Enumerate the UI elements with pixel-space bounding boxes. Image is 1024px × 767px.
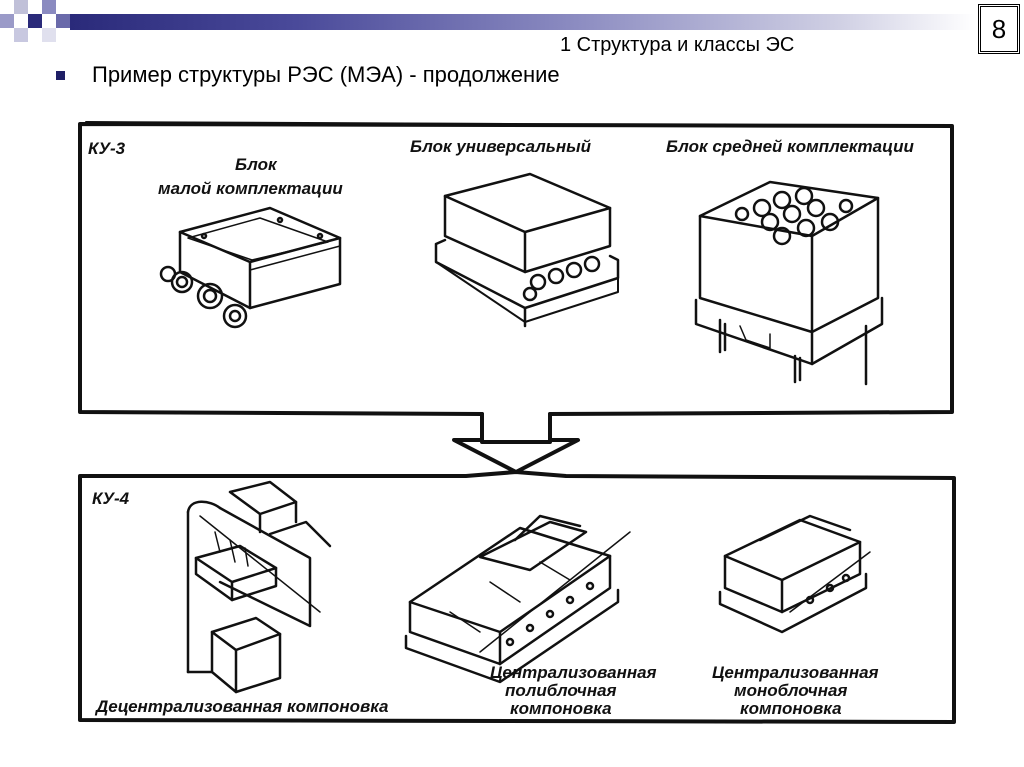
deco-square bbox=[28, 14, 42, 28]
header-decoration bbox=[0, 0, 1024, 42]
medium-block-drawing bbox=[694, 180, 884, 386]
panel-top-label: КУ-3 bbox=[88, 139, 126, 158]
deco-square bbox=[0, 14, 14, 28]
centralized-monoblock-drawing bbox=[718, 514, 871, 634]
small-block-drawing bbox=[159, 206, 342, 329]
deco-square bbox=[14, 0, 28, 14]
monoblock-caption: Централизованная bbox=[712, 663, 879, 682]
slide-number: 8 bbox=[978, 4, 1020, 54]
small-block-caption: Блок bbox=[235, 155, 278, 174]
decentralized-layout-drawing bbox=[186, 480, 332, 694]
decentralized-caption: Децентрализованная компоновка bbox=[94, 697, 389, 716]
slide-subtitle: Пример структуры РЭС (МЭА) - продолжение bbox=[92, 62, 560, 87]
bullet-icon bbox=[56, 71, 65, 80]
slide-header-title: 1 Структура и классы ЭС bbox=[560, 34, 795, 56]
polyblock-caption: Централизованная bbox=[490, 663, 657, 682]
universal-block-drawing bbox=[434, 172, 620, 328]
medium-block-caption: Блок средней комплектации bbox=[666, 137, 914, 156]
deco-square bbox=[14, 28, 28, 42]
centralized-polyblock-drawing bbox=[404, 514, 631, 684]
header-gradient-bar bbox=[70, 14, 976, 30]
deco-square bbox=[42, 0, 56, 14]
small-block-caption: малой комплектации bbox=[158, 179, 343, 198]
monoblock-caption: моноблочная bbox=[734, 681, 847, 700]
deco-square bbox=[42, 28, 56, 42]
polyblock-caption: компоновка bbox=[510, 699, 612, 718]
structure-figure: КУ-3 Блок малой комплектации Блок универ… bbox=[78, 121, 956, 724]
panel-bottom-label: КУ-4 bbox=[92, 489, 130, 508]
polyblock-caption: полиблочная bbox=[505, 681, 617, 700]
deco-square bbox=[56, 14, 70, 28]
panel-top-frame bbox=[85, 121, 511, 125]
panel-bottom-frame bbox=[78, 470, 956, 724]
universal-block-caption: Блок универсальный bbox=[410, 137, 592, 156]
monoblock-caption: компоновка bbox=[740, 699, 842, 718]
